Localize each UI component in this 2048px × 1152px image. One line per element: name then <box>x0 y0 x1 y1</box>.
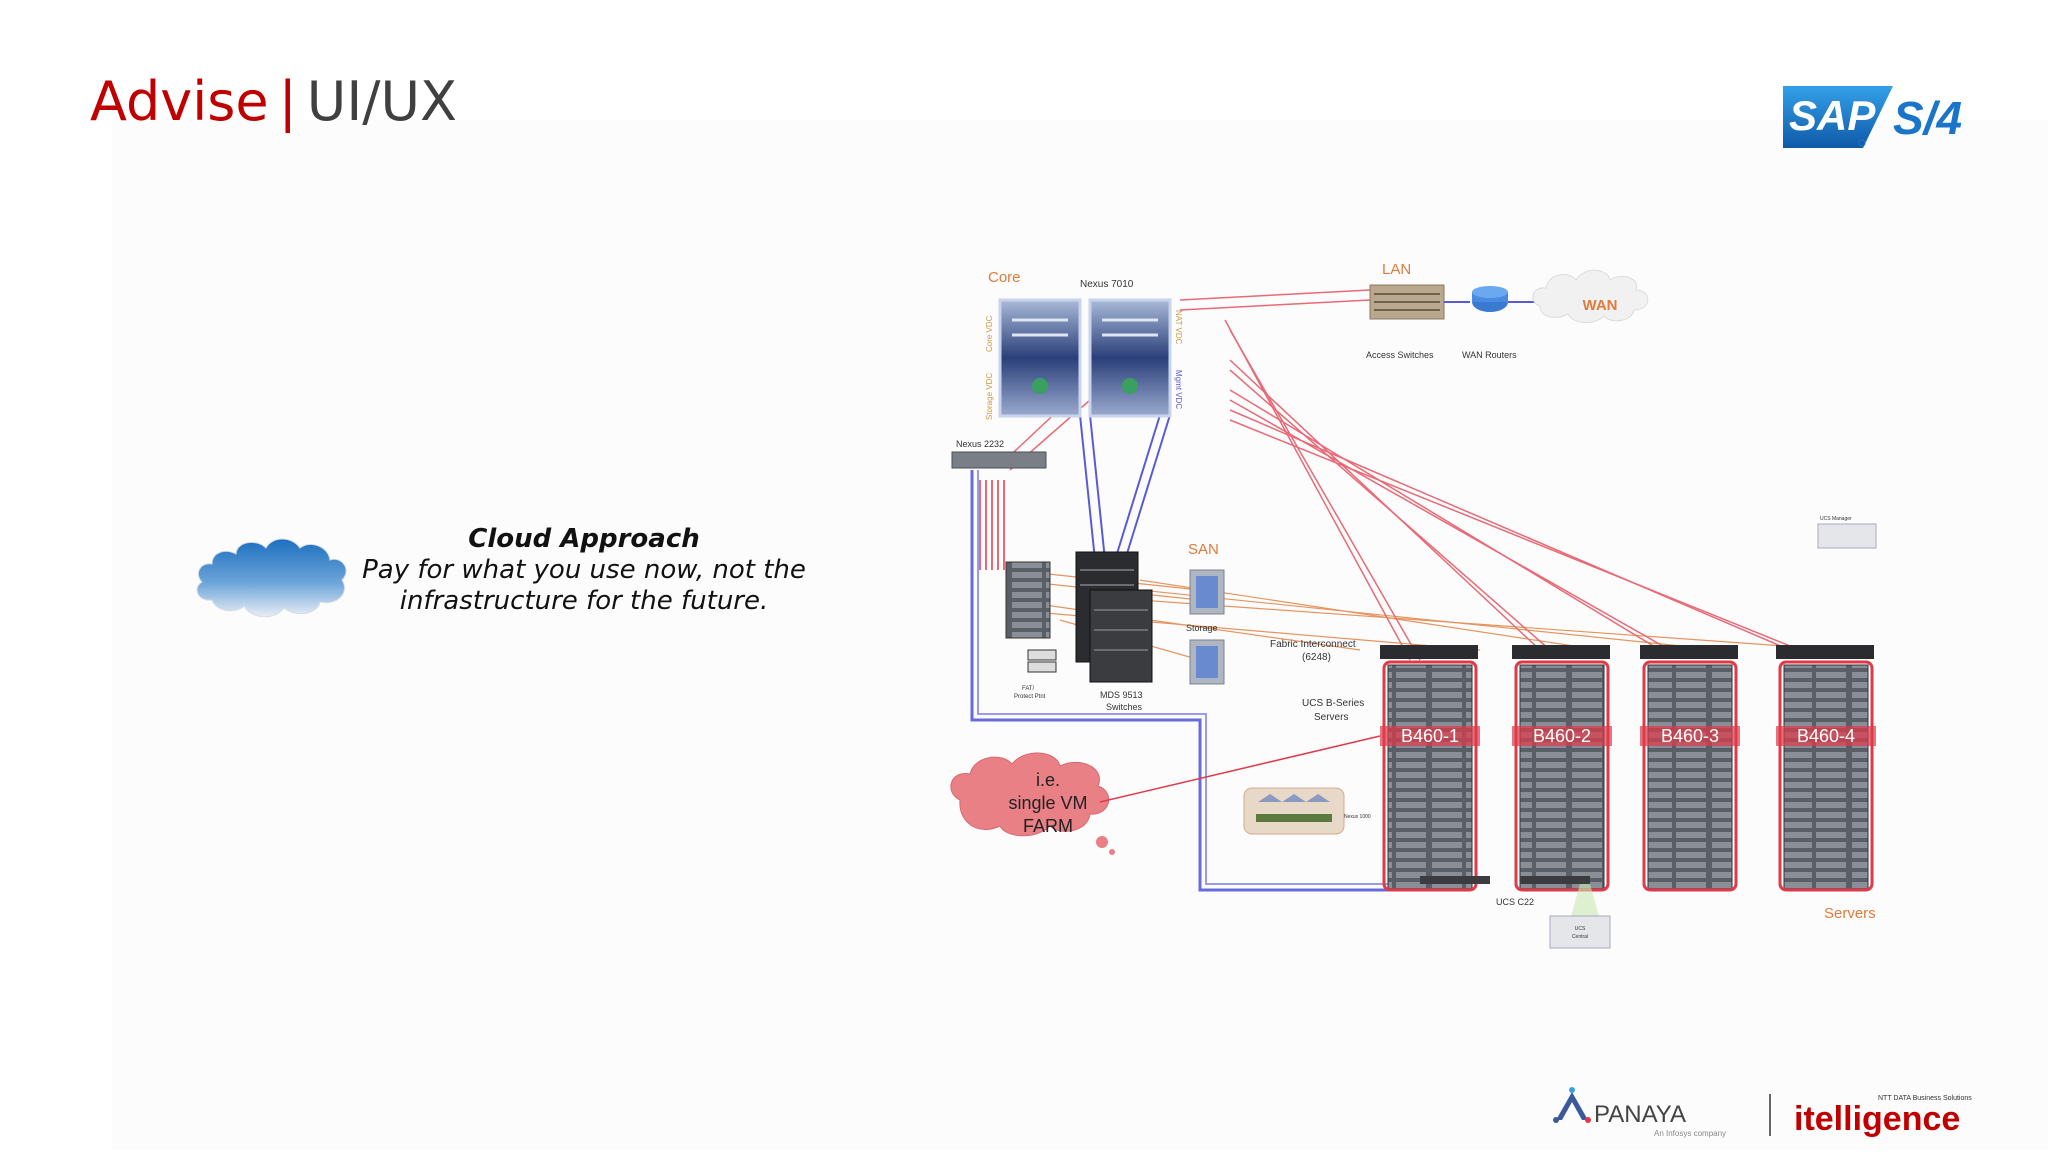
core-vdc-label: Core VDC <box>985 315 994 352</box>
rack-b460-3: B460-3 <box>1640 645 1740 892</box>
nexus2232-label: Nexus 2232 <box>956 439 1004 449</box>
ucsb-label-1: UCS B-Series <box>1302 698 1364 709</box>
san-label: SAN <box>1188 541 1219 558</box>
ucsb-label-2: Servers <box>1314 712 1348 723</box>
cloud-approach-callout: Cloud Approach Pay for what you use now,… <box>352 524 816 617</box>
fvt-devices <box>1027 649 1057 673</box>
slide-title: Advise|UI/UX <box>90 70 457 133</box>
panaya-tagline: An Infosys company <box>1654 1129 1726 1138</box>
storage-label: Storage <box>1186 623 1218 633</box>
callout-line-2: infrastructure for the future. <box>399 586 769 616</box>
nexus7010-switch-2 <box>1088 298 1172 418</box>
ucs-central-icon: UCS Central <box>1549 915 1611 949</box>
rack-label-4: B460-4 <box>1797 726 1855 746</box>
access-switches-label: Access Switches <box>1366 350 1434 360</box>
panaya-wordmark: PANAYA <box>1594 1101 1686 1128</box>
farm-line-2: single VM <box>1008 793 1087 813</box>
rack-b460-2: B460-2 <box>1512 645 1612 892</box>
network-diagram: Core Nexus 7010 Core VDC Storage VDC NAT… <box>950 261 1877 949</box>
wan-routers-label: WAN Routers <box>1462 350 1517 360</box>
servers-label: Servers <box>1824 905 1876 922</box>
callout-line-1: Pay for what you use now, not the <box>362 555 806 585</box>
title-separator: | <box>278 70 297 133</box>
mgmt-vdc-label: Mgmt VDC <box>1174 370 1183 409</box>
itelligence-tagline: NTT DATA Business Solutions <box>1878 1095 1972 1102</box>
farm-line-3: FARM <box>1023 816 1073 836</box>
footer-logos: PANAYA An Infosys company itelligence NT… <box>1553 1087 1972 1138</box>
sap-logo-left: SAP <box>1789 92 1876 139</box>
rack-label-1: B460-1 <box>1401 726 1459 746</box>
rack-b460-1: B460-1 <box>1380 645 1480 892</box>
storage-array-2 <box>1189 639 1225 685</box>
lan-label: LAN <box>1382 261 1411 278</box>
itelligence-logo: itelligence NTT DATA Business Solutions <box>1794 1095 1972 1138</box>
storage-array-1 <box>1189 569 1225 615</box>
nexus2232-switch <box>951 451 1047 469</box>
ucs-c22-server-1 <box>1420 876 1490 884</box>
nexus2232-fanout <box>979 480 1005 570</box>
fvt-label-1: FAT/ <box>1022 686 1035 692</box>
nexus7010-label: Nexus 7010 <box>1080 279 1134 290</box>
nexus7010-switch-1 <box>998 298 1082 418</box>
mds-label-2: Switches <box>1106 702 1143 712</box>
title-sub: UI/UX <box>306 70 457 133</box>
ucs-c22-server-2 <box>1520 876 1590 884</box>
wan-cloud: WAN <box>1532 269 1649 323</box>
server-racks: B460-1 B460-2 B460-3 B460-4 <box>1380 645 1876 892</box>
rack-label-3: B460-3 <box>1661 726 1719 746</box>
access-switches-icon <box>1369 284 1445 320</box>
ucs-c22-label: UCS C22 <box>1496 897 1534 907</box>
rack-label-2: B460-2 <box>1533 726 1591 746</box>
ucs-manager-label: UCS Manager <box>1820 516 1852 522</box>
panaya-logo: PANAYA An Infosys company <box>1553 1087 1726 1138</box>
ucs-central-label-2: Central <box>1572 934 1588 940</box>
cloud-icon <box>196 538 347 618</box>
core-to-mds-links <box>1079 414 1171 561</box>
nat-vdc-label: NAT VDC <box>1174 310 1183 345</box>
left-servers <box>1005 561 1051 639</box>
sap-s4-logo: SAP S/4 <box>1783 86 1962 148</box>
nexus2232-downlink <box>970 470 1400 892</box>
rack-b460-4: B460-4 <box>1776 645 1876 892</box>
title-main: Advise <box>90 70 269 133</box>
sap-logo-right: S/4 <box>1893 92 1962 144</box>
core-label: Core <box>988 269 1021 286</box>
itelligence-wordmark: itelligence <box>1794 1100 1960 1138</box>
ucs-central-label-1: UCS <box>1575 926 1586 932</box>
mds-label-1: MDS 9513 <box>1100 690 1143 700</box>
core-to-rack-links <box>999 289 1801 661</box>
nexus1000-icon <box>1243 787 1345 835</box>
nexus1000-label: Nexus 1000 <box>1344 814 1371 820</box>
wan-label: WAN <box>1583 297 1618 314</box>
vm-farm-cloud: i.e. single VM FARM <box>950 752 1115 855</box>
callout-heading: Cloud Approach <box>468 524 700 554</box>
fvt-label-2: Protect Ptnt <box>1014 694 1046 700</box>
fabric-label-2: (6248) <box>1302 652 1331 663</box>
fabric-label-1: Fabric Interconnect <box>1270 639 1356 650</box>
farm-line-1: i.e. <box>1036 770 1060 790</box>
wan-router-icon <box>1472 286 1508 312</box>
mds-9513-switches <box>1075 551 1153 683</box>
storage-vdc-label: Storage VDC <box>985 373 994 420</box>
